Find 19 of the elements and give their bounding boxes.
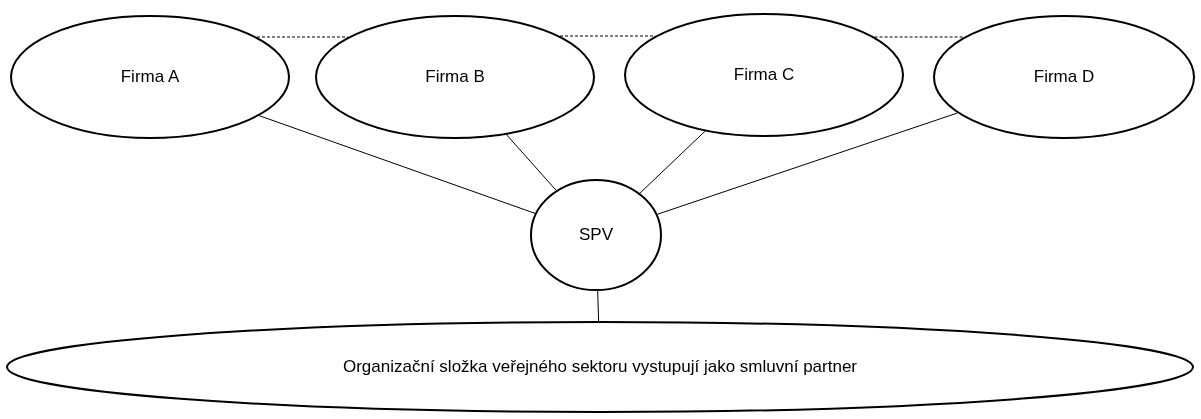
spv-ellipse xyxy=(530,179,662,291)
node-label: Firma A xyxy=(120,67,180,87)
connector-line xyxy=(506,134,557,191)
company-ellipse xyxy=(315,15,595,139)
connector-line xyxy=(639,130,706,194)
connector-line xyxy=(656,112,958,215)
company-ellipse xyxy=(624,13,904,137)
connector-line xyxy=(597,290,600,322)
dashed-connector xyxy=(874,36,965,38)
node-label: SPV xyxy=(579,225,613,245)
node-label: Firma B xyxy=(425,67,485,87)
node-label: Organizační složka veřejného sektoru vystupují jako smluvní partner xyxy=(343,357,857,377)
node-label: Firma D xyxy=(1033,67,1095,87)
dashed-connector xyxy=(559,35,656,37)
node-label: Firma C xyxy=(733,65,795,85)
company-ellipse xyxy=(10,15,290,139)
connector-line xyxy=(258,115,536,214)
company-ellipse xyxy=(933,15,1195,139)
sector-ellipse xyxy=(6,321,1194,413)
